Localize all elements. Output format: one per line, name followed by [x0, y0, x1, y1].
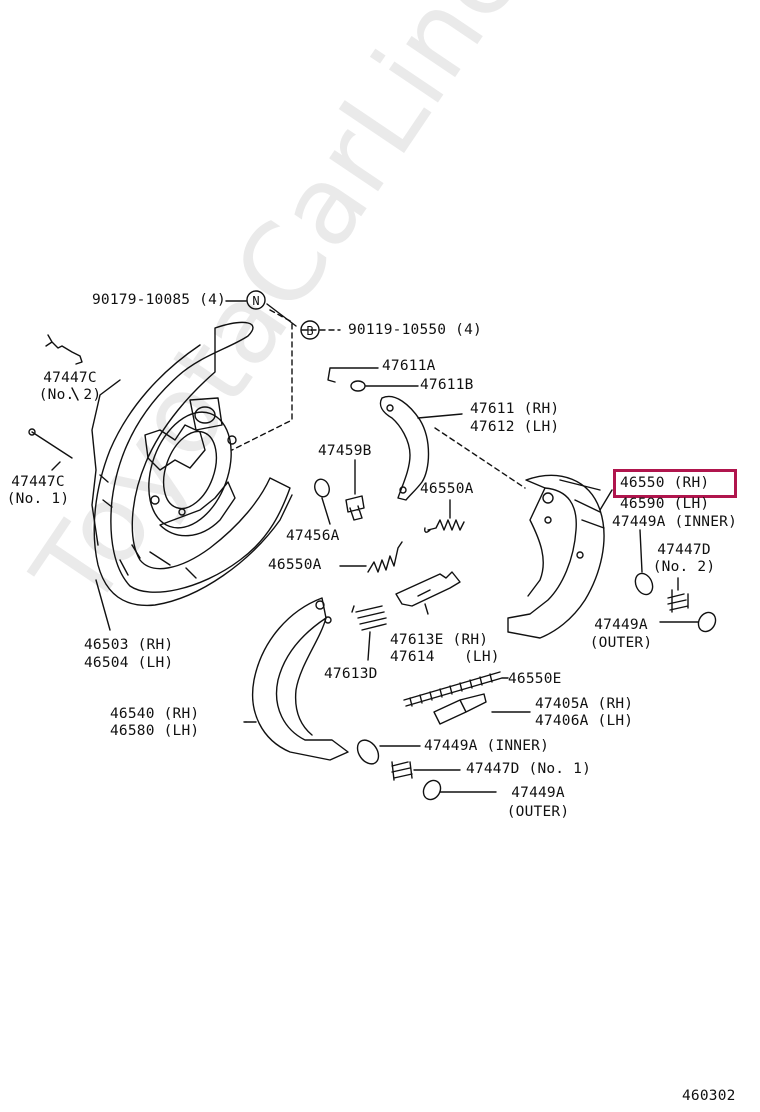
label-47459b: 47459B	[318, 443, 372, 459]
backing-plate-drawing	[91, 321, 293, 607]
brake-shoe-46550	[507, 474, 605, 639]
label-47449a-inner-top: 47449A (INNER)	[612, 514, 738, 530]
clip-47611a	[327, 367, 379, 383]
label-47449a-inner-bot: 47449A (INNER)	[424, 738, 550, 754]
label-47613d: 47613D	[324, 666, 378, 682]
label-46504: 46504 (LH)	[84, 655, 174, 671]
cup-47449a-inner-top	[634, 529, 654, 596]
spring-47447d-no2	[667, 577, 689, 613]
label-47406a: 47406A (LH)	[535, 713, 634, 729]
figure-number: 460302	[682, 1088, 736, 1104]
label-47447c-no1: 47447C	[11, 474, 65, 490]
label-47614-lh: (LH)	[464, 649, 500, 665]
callout-n-letter: N	[252, 294, 259, 308]
adjuster-strut-47613e	[395, 571, 461, 615]
label-47456a: 47456A	[286, 528, 340, 544]
label-47405a: 47405A (RH)	[535, 696, 634, 712]
label-47447d-no2-sub: (No. 2)	[652, 559, 716, 575]
label-47447c-no2: 47447C	[43, 370, 97, 386]
label-46540: 46540 (RH)	[110, 706, 200, 722]
cup-47449a-outer-bot	[422, 779, 497, 801]
callout-b-letter: B	[306, 324, 313, 338]
callout-n-circle	[246, 290, 266, 310]
label-46550: 46550 (RH)	[620, 475, 710, 491]
label-47447d-no2: 47447D	[657, 542, 711, 558]
washer-47611b	[350, 380, 366, 392]
spring-46550a-mid	[339, 541, 403, 573]
label-47613e: 47613E (RH)	[390, 632, 489, 648]
label-47447d-no1: 47447D (No. 1)	[466, 761, 592, 777]
label-47449a-outer-top-sub: (OUTER)	[589, 635, 653, 651]
spring-47447d-no1	[391, 761, 461, 781]
label-47611: 47611 (RH)	[470, 401, 560, 417]
callout-b-circle	[300, 320, 320, 340]
label-47449a-outer-bot-sub: (OUTER)	[506, 804, 570, 820]
adjuster-screw-46550e	[403, 671, 509, 707]
label-47449a-outer-top: 47449A	[594, 617, 648, 633]
spring-46550a-top	[424, 499, 465, 533]
label-47611a: 47611A	[382, 358, 436, 374]
bolt-dashed-leader	[231, 309, 341, 451]
spring-47613d	[351, 605, 387, 661]
label-47447c-no2-sub: (No. 2)	[38, 387, 102, 403]
bolt-leader-line	[225, 300, 297, 327]
label-47611b: 47611B	[420, 377, 474, 393]
label-46503: 46503 (RH)	[84, 637, 174, 653]
cup-47449a-outer-top	[659, 611, 717, 633]
label-46590: 46590 (LH)	[620, 496, 710, 512]
label-46550e: 46550E	[508, 671, 562, 687]
pin-47459b	[345, 459, 365, 521]
label-47612: 47612 (LH)	[470, 419, 560, 435]
cup-47456a	[314, 478, 330, 498]
clip-47447c-no2	[45, 334, 83, 365]
label-90119: 90119-10550 (4)	[348, 322, 482, 338]
label-47449a-outer-bot: 47449A	[511, 785, 565, 801]
highlight-box	[613, 469, 737, 498]
cup-47449a-inner-bot	[356, 739, 421, 765]
leader-lines	[51, 387, 613, 723]
label-46550a-mid: 46550A	[268, 557, 322, 573]
pin-47447c-no1	[28, 428, 73, 459]
label-46550a-top: 46550A	[420, 481, 474, 497]
label-90179: 90179-10085 (4)	[92, 292, 226, 308]
adjuster-47405a	[433, 693, 531, 725]
label-47614: 47614	[390, 649, 435, 665]
leader-47456a	[321, 497, 331, 525]
label-47447c-no1-sub: (No. 1)	[6, 491, 70, 507]
parking-brake-lever	[379, 395, 463, 501]
lever-dashed-guide	[434, 427, 526, 489]
label-46580: 46580 (LH)	[110, 723, 200, 739]
